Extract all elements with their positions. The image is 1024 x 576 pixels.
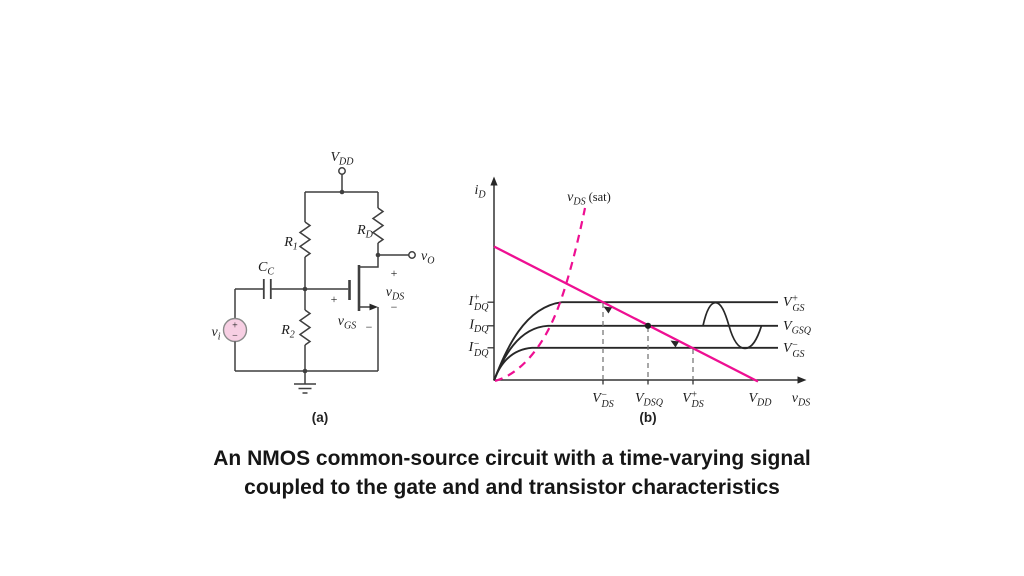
vds-label: vDS bbox=[386, 285, 404, 303]
drain-lead bbox=[359, 255, 379, 268]
figure-caption: An NMOS common-source circuit with a tim… bbox=[0, 444, 1024, 502]
caption-line-1: An NMOS common-source circuit with a tim… bbox=[213, 447, 811, 470]
q-point-dot bbox=[644, 322, 652, 329]
panel-label-b: (b) bbox=[639, 410, 656, 425]
source-arrow-icon bbox=[369, 303, 378, 311]
vo-terminal bbox=[408, 251, 416, 259]
vdd-label: VDD bbox=[330, 150, 354, 168]
vds-sat-label: vDS(sat) bbox=[567, 190, 611, 208]
vi-label: vi bbox=[212, 325, 221, 343]
characteristics-graph: iD vDS(sat) I+DQ IDQ I−DQ V−DS VDSQ V+DS… bbox=[468, 176, 812, 425]
x-tick-label-vdd: VDD bbox=[748, 391, 772, 409]
load-line bbox=[493, 245, 759, 383]
vds-axis-label: vDS bbox=[792, 391, 810, 409]
vdd-terminal bbox=[338, 167, 346, 175]
cc-label: CC bbox=[258, 260, 274, 278]
resistor-rd bbox=[371, 207, 385, 244]
load-line-arrow-icon bbox=[603, 306, 612, 314]
y-tick-label-idq-plus: I+DQ bbox=[468, 293, 490, 314]
resistor-r1 bbox=[298, 221, 312, 258]
vds-minus-sign: − bbox=[391, 300, 398, 314]
resistor-r2 bbox=[298, 309, 312, 346]
ground-icon bbox=[294, 383, 316, 394]
node-dot bbox=[339, 189, 345, 195]
y-axis-arrow-icon bbox=[490, 176, 498, 186]
caption-line-2: coupled to the gate and and transistor c… bbox=[244, 476, 780, 499]
rd-label: RD bbox=[356, 223, 374, 241]
vo-label: vO bbox=[421, 249, 434, 267]
circuit-diagram: + − VDD R1 RD CC vi R2 vO + vGS − + vDS … bbox=[212, 150, 435, 425]
panel-label-a: (a) bbox=[312, 410, 329, 425]
vgs-label: vGS bbox=[338, 314, 356, 332]
vgs-minus-sign: − bbox=[366, 320, 373, 334]
r1-label: R1 bbox=[283, 235, 298, 253]
y-tick-label-idq: IDQ bbox=[468, 318, 489, 336]
vi-plus-sign: + bbox=[232, 321, 238, 332]
curve-label-vgs-plus: V+GS bbox=[783, 294, 805, 315]
x-axis-arrow-icon bbox=[797, 376, 807, 384]
sinusoid-signal bbox=[702, 301, 763, 350]
id-axis-label: iD bbox=[474, 183, 486, 201]
vgs-plus-sign: + bbox=[331, 292, 338, 306]
vds-plus-sign: + bbox=[391, 266, 398, 280]
curve-label-vgsq: VGSQ bbox=[783, 319, 812, 337]
curve-label-vgs-minus: V−GS bbox=[783, 340, 805, 361]
x-tick-label-vdsq: VDSQ bbox=[635, 391, 664, 409]
r2-label: R2 bbox=[280, 323, 295, 341]
y-tick-label-idq-minus: I−DQ bbox=[468, 339, 490, 360]
sat-boundary-curve bbox=[494, 207, 587, 383]
x-tick-label-vds-minus: V−DS bbox=[592, 390, 614, 411]
curve-vgs-minus bbox=[493, 346, 778, 381]
load-line-arrow-icon bbox=[670, 340, 679, 348]
x-tick-label-vds-plus: V+DS bbox=[682, 390, 704, 411]
figure-canvas: + − VDD R1 RD CC vi R2 vO + vGS − + vDS … bbox=[212, 150, 812, 425]
curve-vgsq bbox=[493, 324, 778, 381]
vi-minus-sign: − bbox=[232, 331, 238, 342]
